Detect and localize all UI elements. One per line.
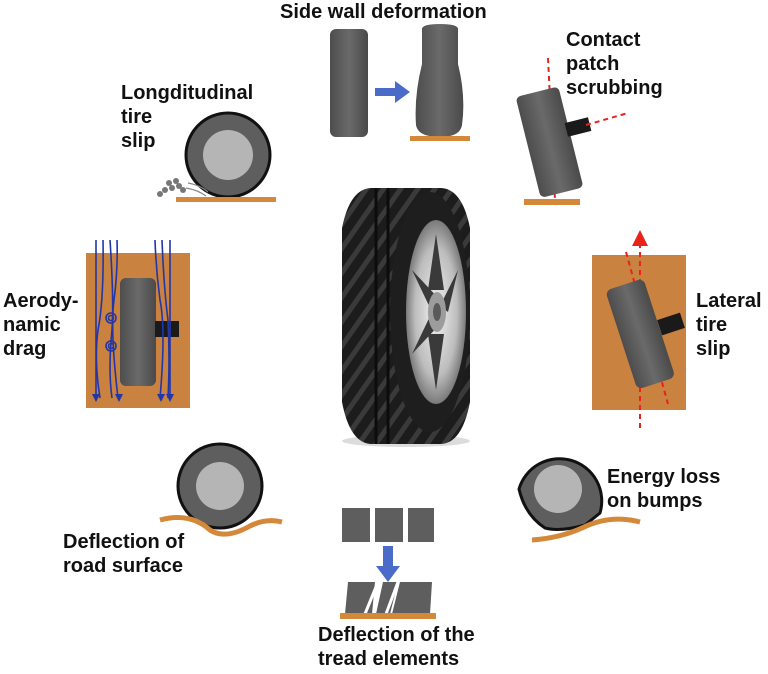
lateral-tire-slip-icon	[592, 230, 686, 428]
aerodynamic-drag-label: Aerody- namic drag	[3, 289, 79, 361]
energy-loss-label: Energy loss on bumps	[607, 465, 720, 513]
label-line: Aerody-	[3, 290, 79, 312]
contact-patch-scrubbing-icon	[516, 57, 629, 205]
label-line: Deflection of the	[318, 624, 475, 646]
road-deflection-label: Deflection of road surface	[63, 530, 184, 578]
label-line: Side wall deformation	[280, 1, 487, 23]
label-line: tread elements	[318, 648, 460, 670]
label-line: Contact	[566, 29, 641, 51]
contact-patch-scrubbing-label: Contact patch scrubbing	[566, 28, 663, 100]
label-line: drag	[3, 338, 47, 360]
side-wall-deformation-label: Side wall deformation	[280, 0, 487, 24]
label-line: patch	[566, 53, 620, 75]
label-line: scrubbing	[566, 77, 663, 99]
road-deflection-icon	[159, 442, 283, 537]
label-line: tire	[121, 106, 153, 128]
label-line: slip	[121, 130, 156, 152]
label-line: road surface	[63, 555, 184, 577]
label-line: Longditudinal	[121, 82, 254, 104]
label-line: Energy loss	[607, 466, 721, 488]
side-wall-deformation-icon	[330, 24, 470, 141]
tire-photo-icon	[342, 188, 470, 447]
lateral-tire-slip-label: Lateral tire slip	[696, 289, 762, 361]
aerodynamic-drag-icon	[86, 239, 190, 408]
label-line: Deflection of	[63, 531, 185, 553]
label-line: slip	[696, 338, 731, 360]
longitudinal-tire-slip-label: Longditudinal tire slip	[121, 81, 253, 153]
label-line: Lateral	[696, 290, 762, 312]
tread-elements-icon	[340, 508, 436, 619]
label-line: on bumps	[607, 490, 703, 512]
label-line: namic	[3, 314, 61, 336]
label-line: tire	[696, 314, 728, 336]
longitudinal-tire-slip-icon	[157, 111, 276, 202]
energy-loss-bumps-icon	[517, 457, 641, 543]
tread-elements-label: Deflection of the tread elements	[318, 623, 475, 671]
